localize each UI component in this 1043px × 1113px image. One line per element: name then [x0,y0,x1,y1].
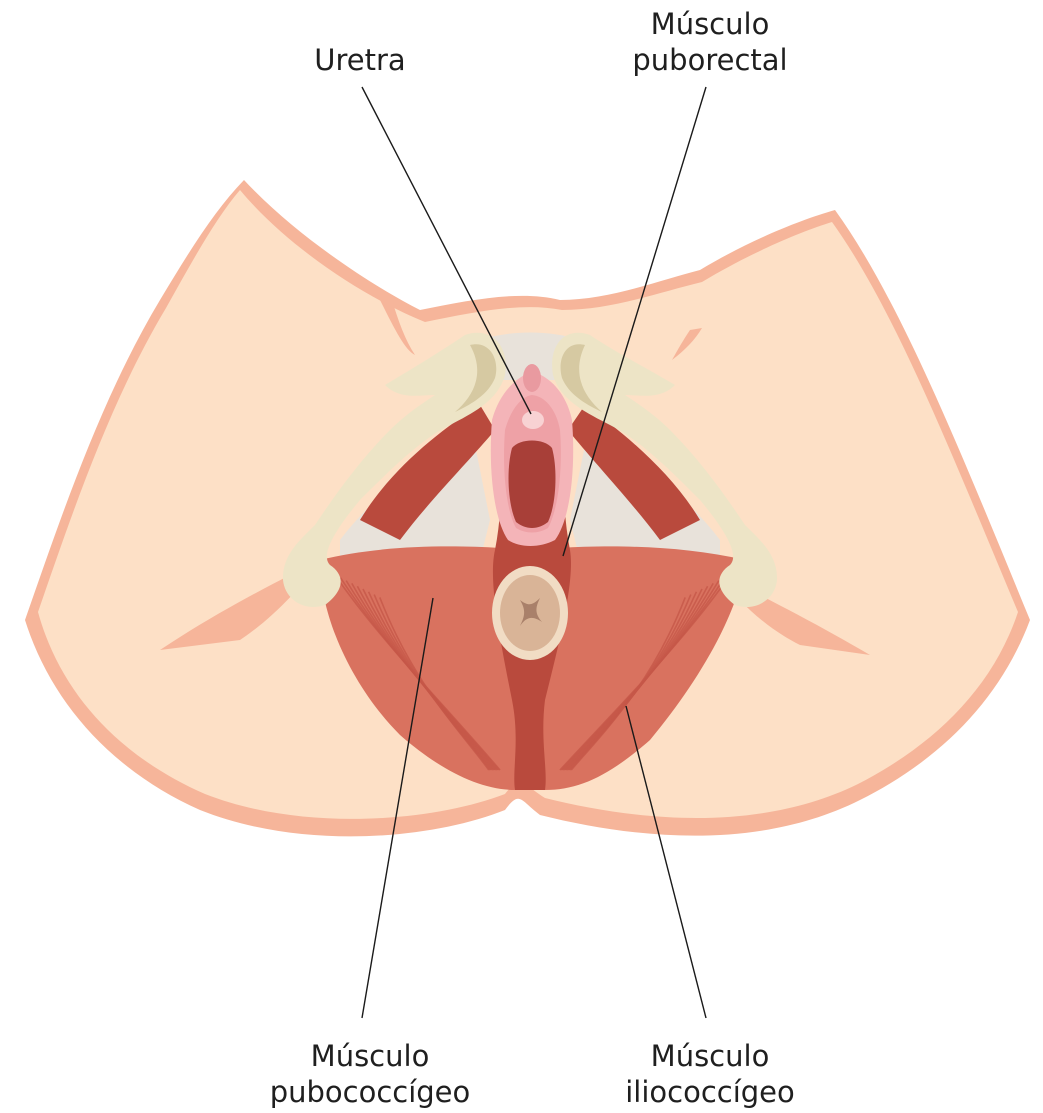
label-uretra-text: Uretra [300,42,420,78]
label-uretra: Uretra [300,42,420,78]
label-musculo-iliococcigeo: Músculo iliococcígeo [585,1038,835,1110]
vaginal-opening [509,441,556,529]
label-pubococcigeo-line1: Músculo [235,1038,505,1074]
anus [492,566,568,660]
label-puborectal-line1: Músculo [600,6,820,42]
label-musculo-puborectal: Músculo puborectal [600,6,820,78]
label-musculo-pubococcigeo: Músculo pubococcígeo [235,1038,505,1110]
label-iliococcigeo-line1: Músculo [585,1038,835,1074]
clitoris [523,364,541,392]
label-pubococcigeo-line2: pubococcígeo [235,1074,505,1110]
urethral-opening [522,411,544,429]
label-iliococcigeo-line2: iliococcígeo [585,1074,835,1110]
label-puborectal-line2: puborectal [600,42,820,78]
